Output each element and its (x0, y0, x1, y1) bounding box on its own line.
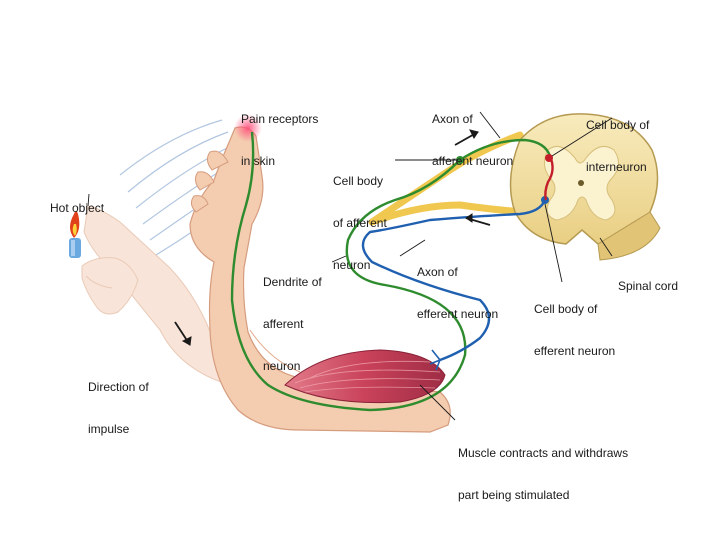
impulse-arrows (174, 129, 491, 346)
pain-receptor-glow (234, 114, 262, 142)
interneuron (544, 155, 554, 201)
label-direction-impulse: Direction of impulse (88, 380, 149, 436)
afferent-cell-body (456, 156, 464, 164)
label-dendrite-afferent: Dendrite of afferent neuron (263, 275, 322, 373)
interneuron-cell-body (545, 154, 553, 162)
spinal-cord (509, 113, 661, 261)
label-cell-body-afferent: Cell body of afferent neuron (333, 174, 387, 272)
label-cell-body-efferent: Cell body of efferent neuron (534, 302, 616, 358)
label-spinal-cord: Spinal cord (618, 279, 679, 293)
withdrawing-arm (189, 126, 451, 433)
muscle (284, 349, 446, 404)
label-pain-receptors: Pain receptors in skin (241, 112, 319, 168)
leader-lines (87, 111, 613, 421)
hot-object-candle (69, 211, 81, 258)
label-axon-afferent: Axon of afferent neuron (432, 112, 514, 168)
label-hot-object: Hot object (50, 201, 105, 215)
label-muscle-contracts: Muscle contracts and withdraws part bein… (458, 446, 629, 502)
efferent-neuron (361, 199, 547, 362)
label-axon-efferent: Axon of efferent neuron (417, 265, 499, 321)
label-cell-body-interneuron: Cell body of interneuron (586, 118, 650, 174)
